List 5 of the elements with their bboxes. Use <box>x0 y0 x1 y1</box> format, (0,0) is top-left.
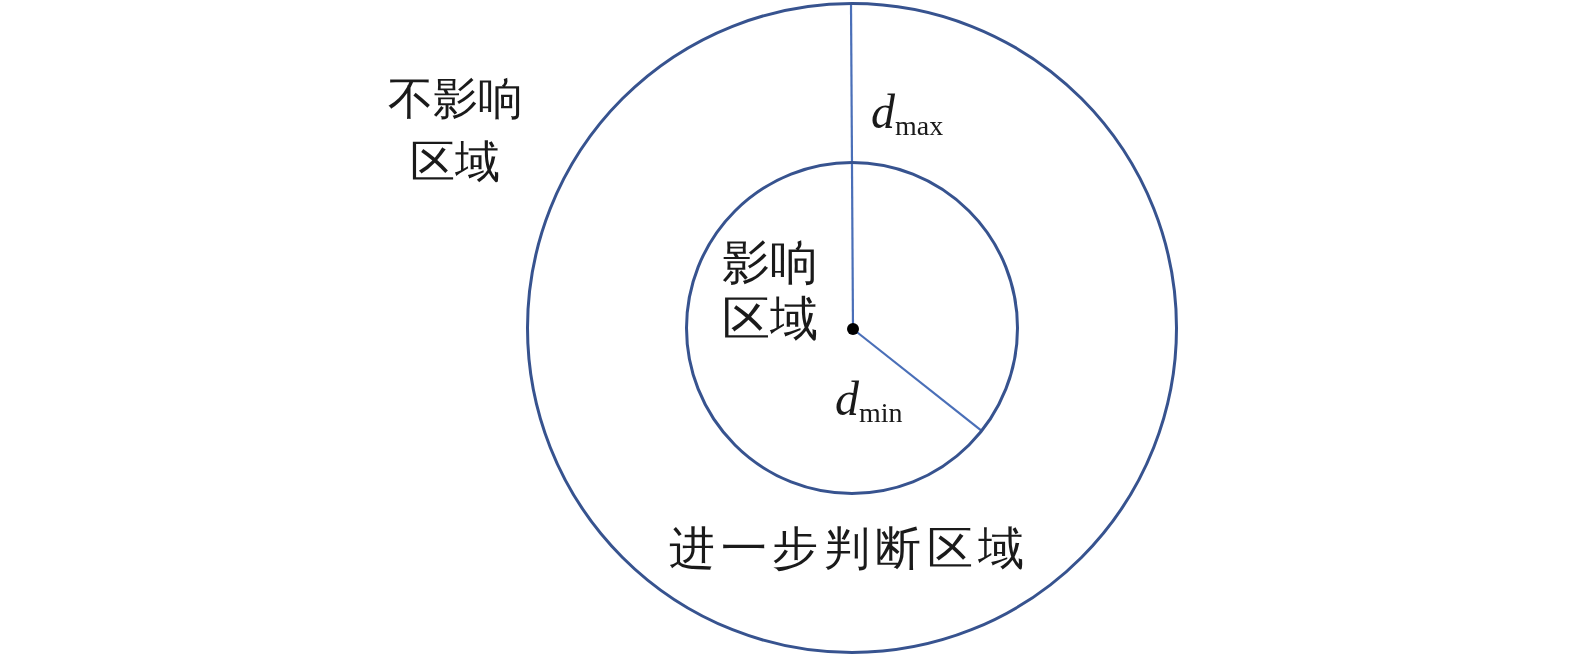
region-label: 进一步判断区域 <box>669 526 1030 572</box>
region-label: 影响区域 <box>722 235 819 347</box>
dimension-label: d$_{max}$ <box>871 88 944 136</box>
region-label: 不影响区域 <box>386 73 524 189</box>
dimension-label: d$_{min}$ <box>835 375 903 423</box>
